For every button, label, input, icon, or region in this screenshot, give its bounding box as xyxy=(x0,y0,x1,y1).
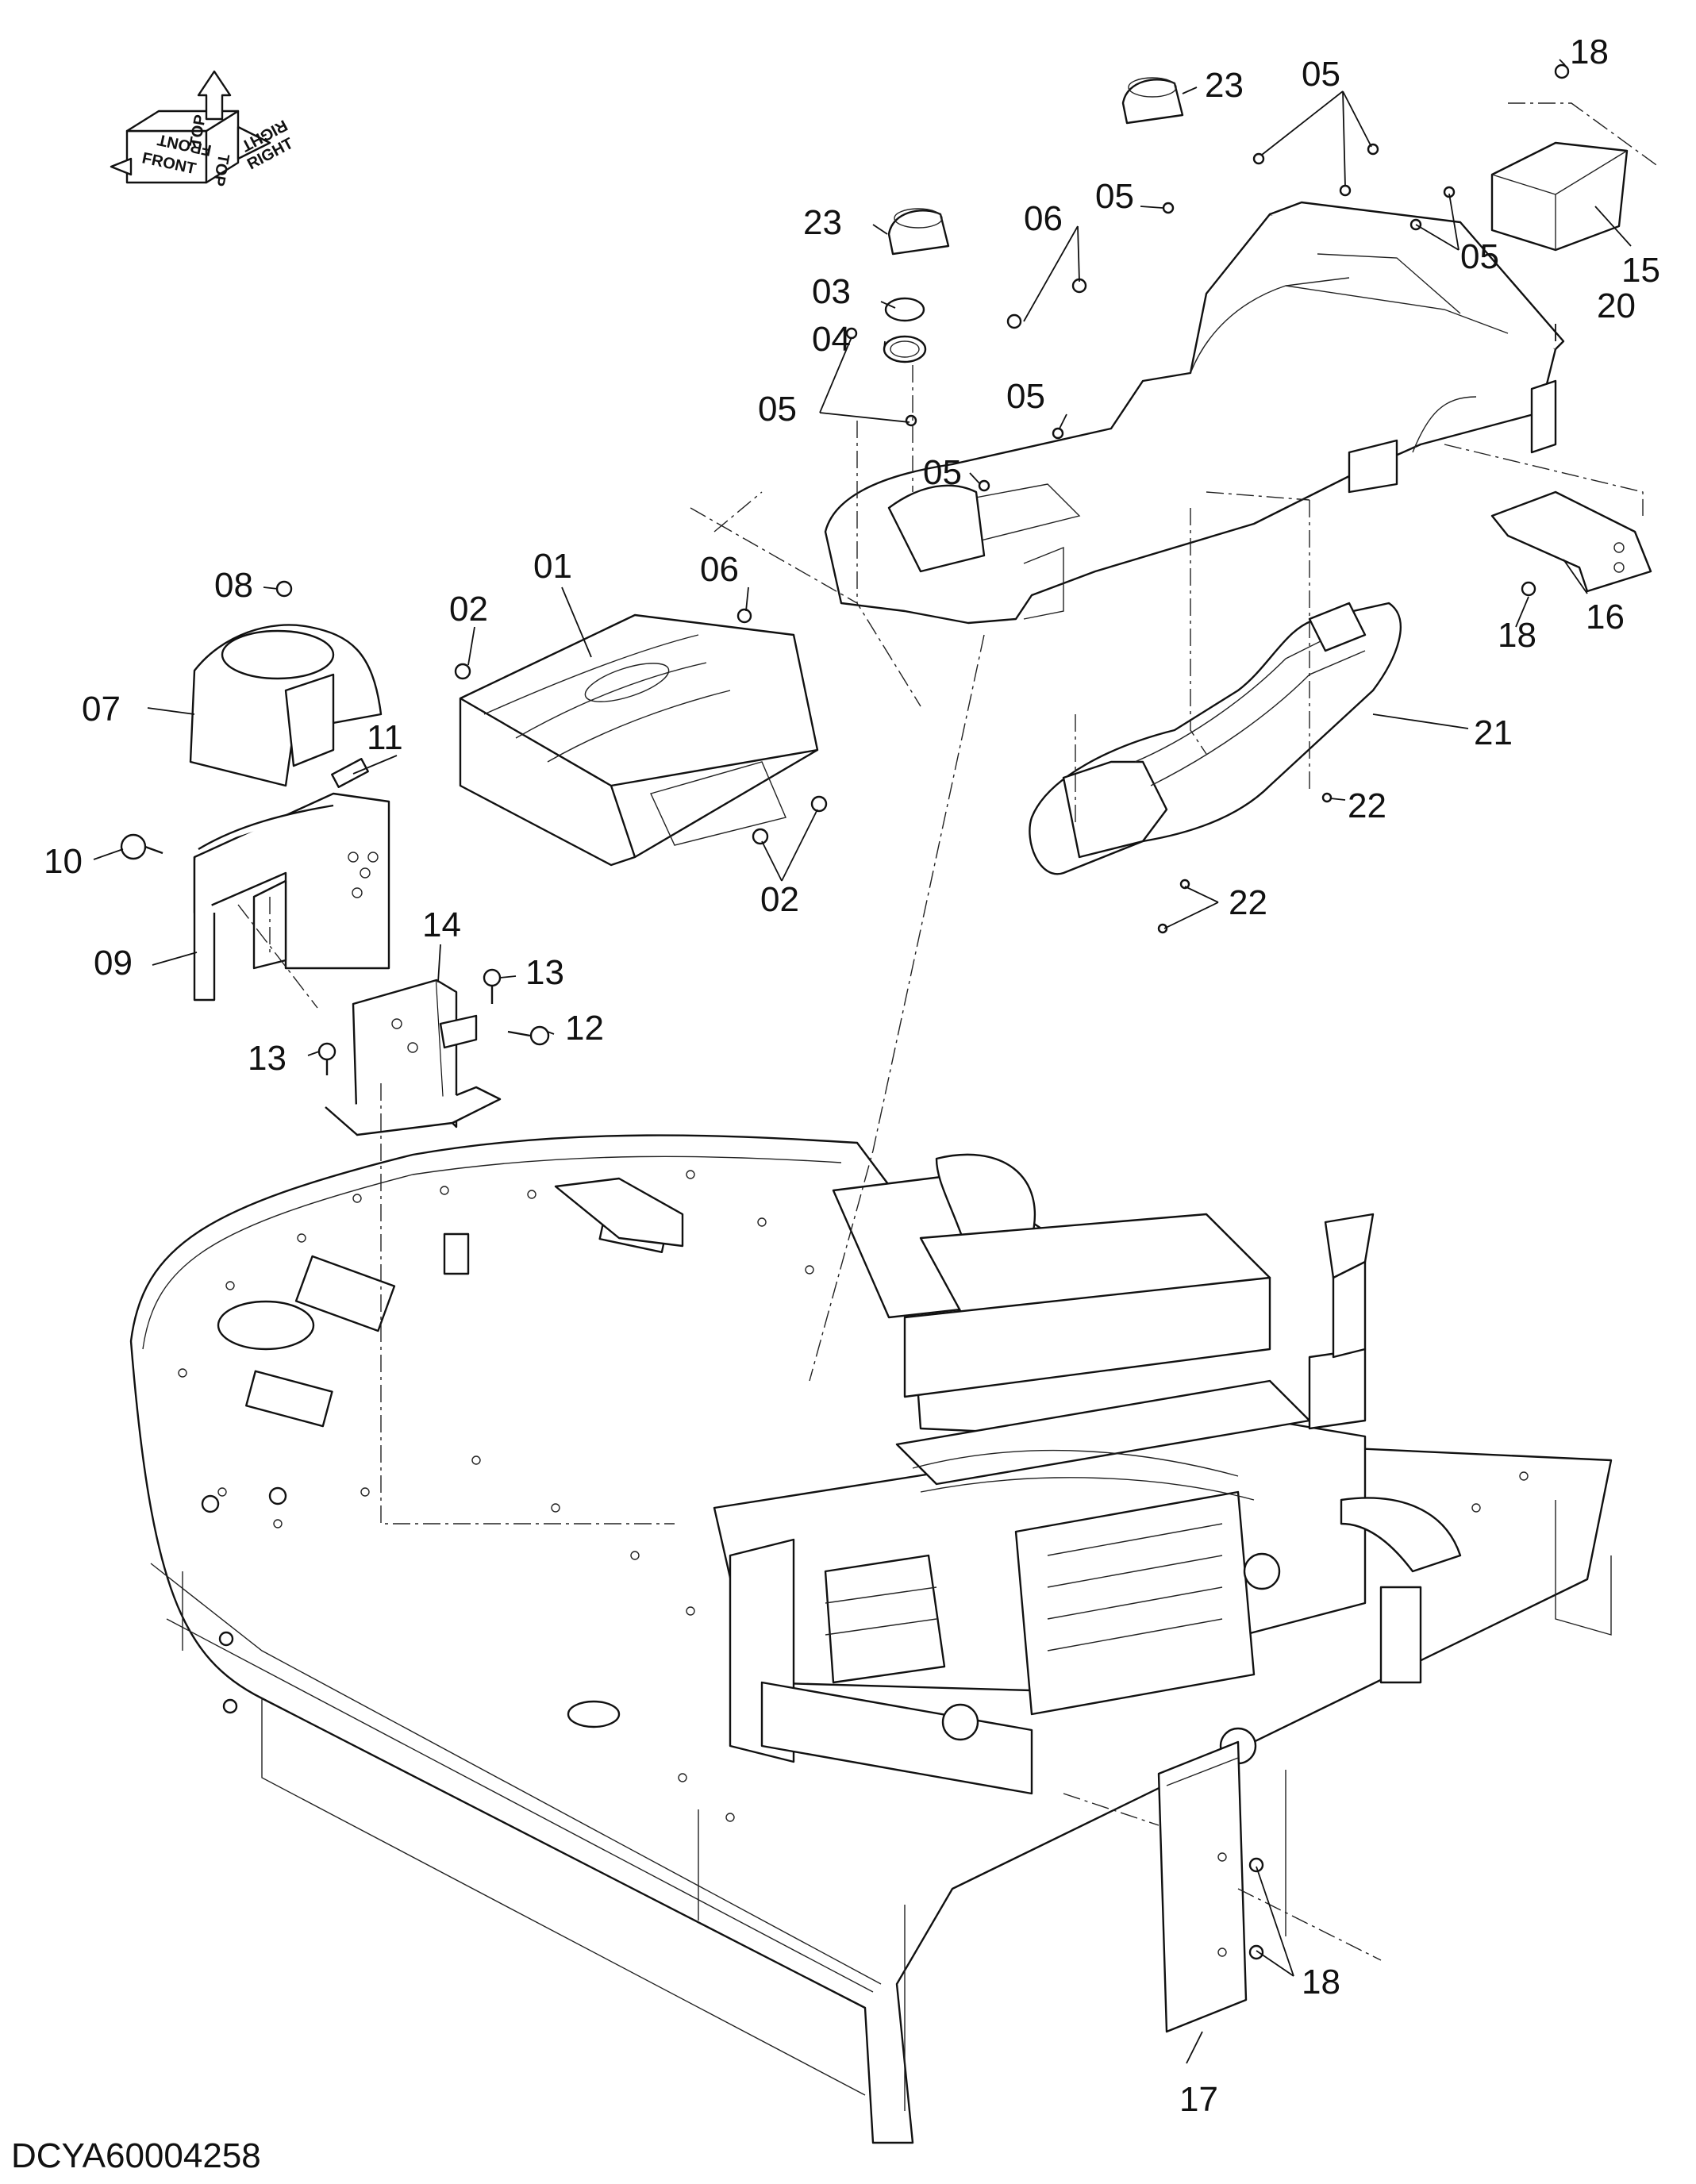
callout-02-bottom: 02 xyxy=(760,880,799,919)
callout-05-right: 05 xyxy=(1460,237,1499,276)
air-conditioner-unit xyxy=(713,1153,1462,1795)
orientation-indicator: FRONT RIGHT TOP FRONT RIGHT TOP xyxy=(110,70,296,187)
part-05-screws xyxy=(845,143,1456,492)
part-06-screws xyxy=(736,278,1087,624)
part-20-console-panel xyxy=(824,201,1565,625)
callout-20: 20 xyxy=(1597,286,1636,325)
document-code: DCYA60004258 xyxy=(11,2136,261,2175)
part-02-clips xyxy=(454,663,828,845)
callout-18-bottom: 18 xyxy=(1302,1963,1340,2001)
part-18-screws xyxy=(1248,63,1570,1960)
callout-06-top: 06 xyxy=(1024,199,1063,238)
callout-14: 14 xyxy=(422,906,461,944)
part-23-lamp-upper xyxy=(1121,77,1184,125)
part-15-bracket xyxy=(1490,141,1629,252)
callout-05-top: 05 xyxy=(1302,55,1340,94)
callout-labels: 01 02 02 03 04 05 05 05 05 05 05 06 06 0… xyxy=(44,33,1660,2119)
callout-01: 01 xyxy=(533,547,572,586)
callout-18-top: 18 xyxy=(1570,33,1609,71)
part-23-lamp-lower xyxy=(887,208,950,256)
callout-15: 15 xyxy=(1621,251,1660,290)
leader-lines xyxy=(93,59,1632,2064)
part-01-console-cover xyxy=(459,613,819,867)
part-12-bolt xyxy=(507,1025,550,1046)
callout-17: 17 xyxy=(1179,2080,1218,2119)
part-13-bolt-lower xyxy=(317,1042,337,1075)
callout-13-upper: 13 xyxy=(525,953,564,992)
part-03-cap xyxy=(884,297,925,322)
callout-18-right: 18 xyxy=(1498,616,1536,655)
part-22-screws xyxy=(1157,792,1333,934)
callout-13-lower: 13 xyxy=(248,1039,287,1078)
callout-07: 07 xyxy=(82,690,121,729)
part-13-bolt-upper xyxy=(483,968,502,1004)
callout-05-left: 05 xyxy=(758,390,797,429)
callout-03: 03 xyxy=(812,272,851,311)
callout-22-upper: 22 xyxy=(1348,786,1386,825)
part-16-bracket xyxy=(1490,490,1652,593)
callout-16: 16 xyxy=(1586,598,1625,636)
part-17-side-panel xyxy=(1157,1740,1248,2033)
callout-04: 04 xyxy=(812,320,851,359)
callout-23-left: 23 xyxy=(803,203,842,242)
floor-bolt-holes xyxy=(178,1170,1529,1822)
callout-09: 09 xyxy=(94,944,133,982)
part-10-knob xyxy=(120,833,163,860)
callout-23-top: 23 xyxy=(1205,66,1244,105)
part-04-ring xyxy=(883,335,927,363)
callout-10: 10 xyxy=(44,842,83,881)
callout-12: 12 xyxy=(565,1009,604,1048)
callout-22-lower: 22 xyxy=(1229,883,1267,922)
part-21-duct xyxy=(1029,602,1402,875)
callout-05-upper: 05 xyxy=(1095,177,1134,216)
callout-08: 08 xyxy=(214,566,253,605)
part-07-cup-holder xyxy=(189,624,383,787)
part-09-bracket xyxy=(193,792,390,1002)
part-08-screw xyxy=(275,580,293,598)
part-11-pin xyxy=(331,757,369,789)
callout-05-center: 05 xyxy=(1006,377,1045,416)
callout-21: 21 xyxy=(1474,713,1513,752)
part-14-bracket xyxy=(325,979,502,1136)
callout-06-left: 06 xyxy=(700,550,739,589)
assembly-lines xyxy=(237,102,1659,1961)
callout-11: 11 xyxy=(367,718,403,757)
callout-05-mid: 05 xyxy=(923,453,962,492)
callout-02-top: 02 xyxy=(449,590,488,629)
